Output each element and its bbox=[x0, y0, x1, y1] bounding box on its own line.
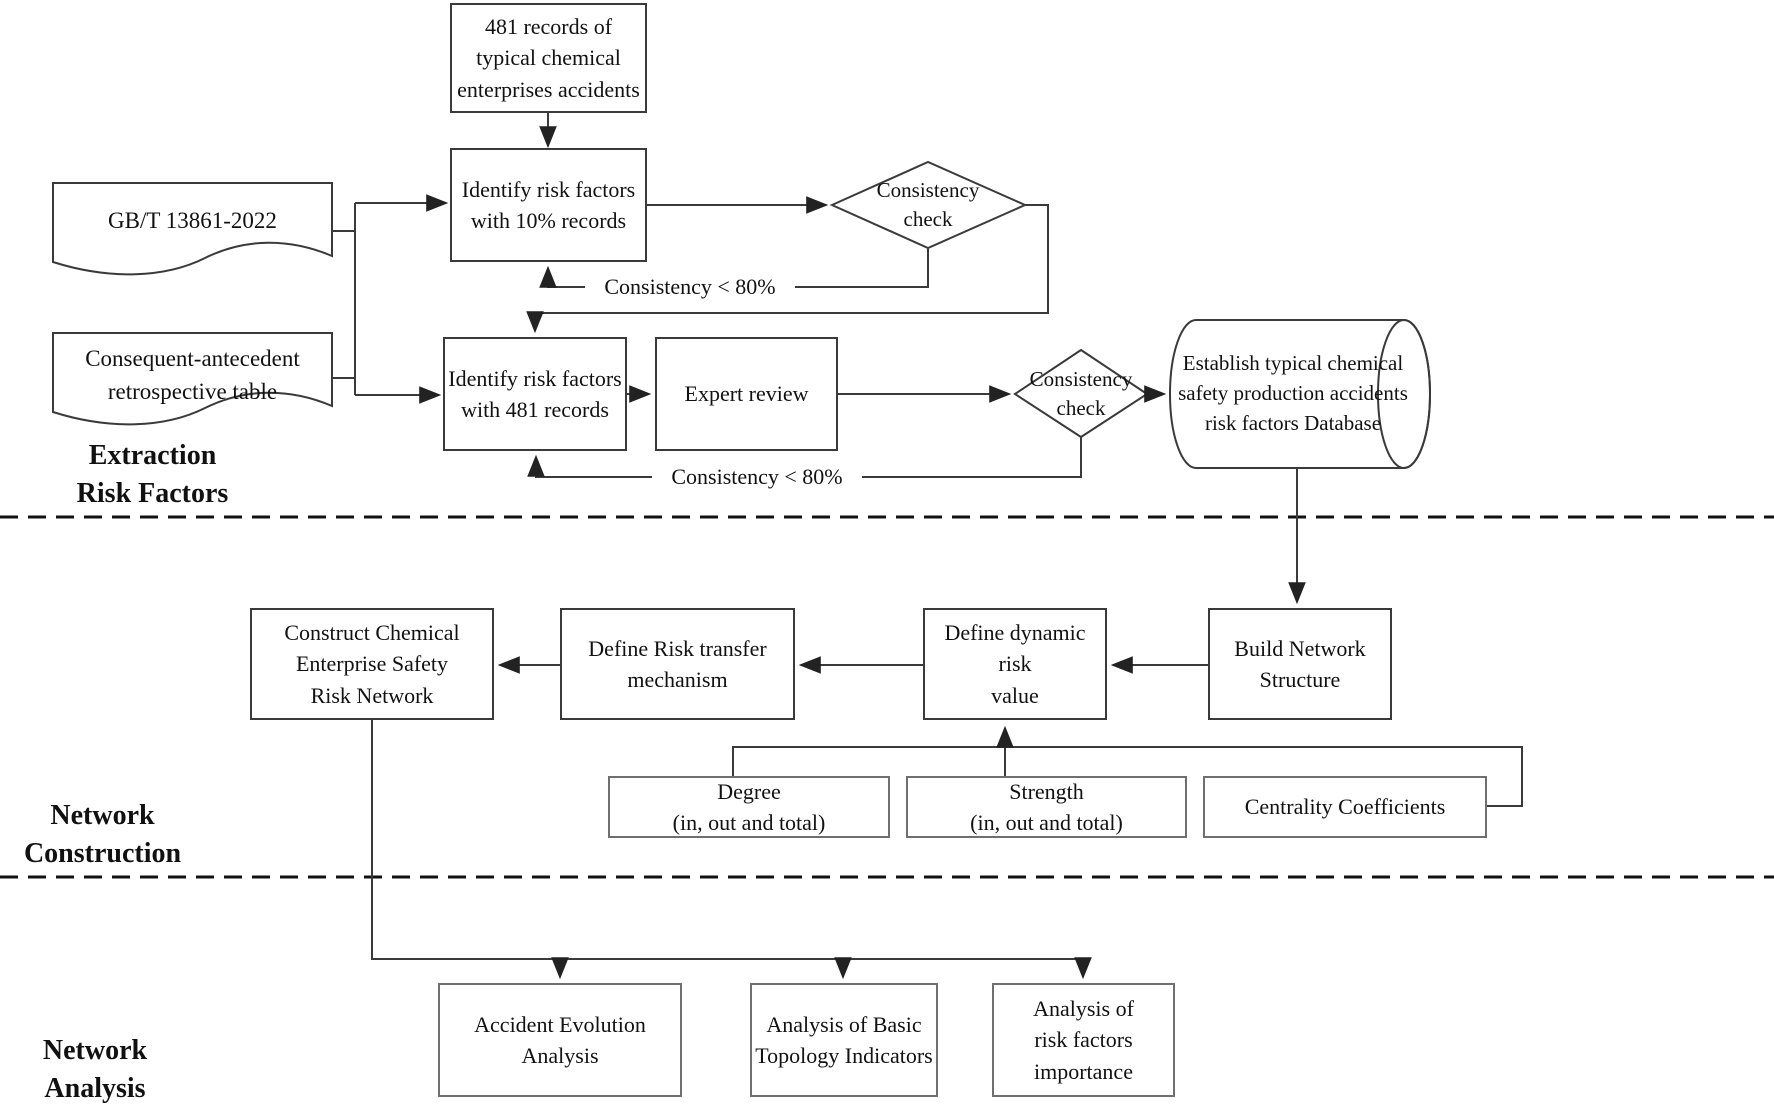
document-gbt-label: GB/T 13861-2022 bbox=[108, 207, 277, 233]
document-retrospective-label: Consequent-antecedent retrospective tabl… bbox=[85, 346, 300, 404]
cylinder-database-rim bbox=[1377, 319, 1431, 469]
line-construct-to-analyses bbox=[371, 720, 1083, 960]
diamond-consistency-check-1-label: Consistency check bbox=[876, 177, 980, 231]
box-define-risk-transfer: Define Risk transfer mechanism bbox=[560, 608, 795, 720]
document-gbt-13861 bbox=[52, 182, 333, 276]
box-centrality-coefficients: Centrality Coefficients bbox=[1203, 776, 1487, 838]
arrow-check1-pass-to-identify481 bbox=[526, 204, 1049, 334]
edge-label-consistency-lt-80-bottom: Consistency < 80% bbox=[652, 461, 862, 493]
box-construct-risk-network: Construct Chemical Enterprise Safety Ris… bbox=[250, 608, 494, 720]
box-accident-evolution-analysis: Accident Evolution Analysis bbox=[438, 983, 682, 1097]
box-define-dynamic-risk: Define dynamic risk value bbox=[923, 608, 1107, 720]
diamond-consistency-check-2-label: Consistency check bbox=[1029, 366, 1133, 420]
box-identify-481-records: Identify risk factors with 481 records bbox=[443, 337, 627, 451]
box-identify-10-percent: Identify risk factors with 10% records bbox=[450, 148, 647, 262]
section-label-network-analysis: Network Analysis bbox=[42, 1035, 148, 1104]
section-label-network-construction: Network Construction bbox=[23, 800, 182, 869]
line-metrics-bracket bbox=[732, 746, 1523, 807]
box-strength: Strength (in, out and total) bbox=[906, 776, 1187, 838]
cylinder-database-label: Establish typical chemical safety produc… bbox=[1178, 351, 1408, 435]
box-481-records: 481 records of typical chemical enterpri… bbox=[450, 3, 647, 113]
box-build-network-structure: Build Network Structure bbox=[1208, 608, 1392, 720]
box-degree: Degree (in, out and total) bbox=[608, 776, 890, 838]
box-risk-factors-importance: Analysis of risk factors importance bbox=[992, 983, 1175, 1097]
document-retrospective-table bbox=[52, 332, 333, 426]
section-label-extraction: Extraction Risk Factors bbox=[76, 440, 229, 509]
box-expert-review: Expert review bbox=[655, 337, 838, 451]
box-topology-indicators: Analysis of Basic Topology Indicators bbox=[750, 983, 938, 1097]
edge-label-consistency-lt-80-top: Consistency < 80% bbox=[585, 271, 795, 303]
